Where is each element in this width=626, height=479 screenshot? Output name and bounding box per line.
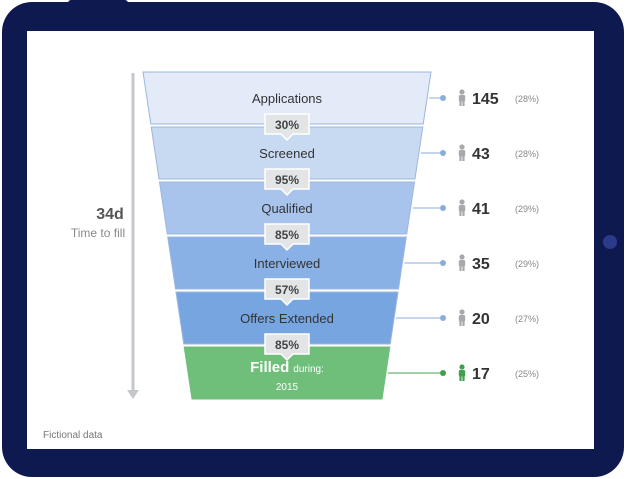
stage-share: (29%) [515, 259, 539, 269]
funnel-stage-1[interactable] [142, 71, 432, 125]
stage-label: Qualified [261, 201, 312, 216]
stage-connector-dot [440, 205, 446, 211]
funnel-stage-4[interactable] [167, 236, 407, 290]
stage-count: 20 [472, 311, 490, 328]
stage-count: 41 [472, 201, 490, 218]
stage-connector-dot [440, 315, 446, 321]
stage-count: 43 [472, 146, 490, 163]
fictional-data-note: Fictional data [43, 430, 103, 441]
stage-connector-dot [440, 95, 446, 101]
stage-label: Offers Extended [240, 311, 334, 326]
stage-share: (29%) [515, 204, 539, 214]
funnel-stage-5[interactable] [175, 291, 399, 345]
stage-count: 17 [472, 366, 490, 383]
funnel-stage-2[interactable] [150, 126, 424, 180]
conversion-badge [264, 278, 310, 307]
time-to-fill-label: Time to fill [71, 226, 125, 240]
tablet-home-button[interactable] [603, 235, 617, 249]
stage-label: Screened [259, 146, 315, 161]
stage-count: 35 [472, 256, 490, 273]
conversion-rate: 85% [275, 338, 299, 352]
filled-during-label: during: [293, 364, 324, 375]
stage-share: (28%) [515, 94, 539, 104]
conversion-badges: 30% 95% 85% 57% 85% [264, 113, 310, 362]
stage-connector-dot [440, 370, 446, 376]
stage-share: (28%) [515, 149, 539, 159]
tablet-top-tab [68, 0, 128, 6]
conversion-badge [264, 113, 310, 142]
stage-share: (25%) [515, 369, 539, 379]
stage-label: Filled during: [250, 359, 324, 376]
conversion-badge [264, 223, 310, 252]
conversion-rate: 30% [275, 118, 299, 132]
stage-label: Interviewed [254, 256, 320, 271]
funnel-stage-3[interactable] [158, 181, 416, 235]
person-icon [458, 254, 466, 271]
funnel-stage-6[interactable] [183, 346, 391, 400]
conversion-badge [264, 333, 310, 362]
person-icon [458, 199, 466, 216]
stage-connector-dot [440, 260, 446, 266]
conversion-rate: 95% [275, 173, 299, 187]
stage-connector-dot [440, 150, 446, 156]
filled-label: Filled [250, 359, 289, 376]
time-to-fill-value: 34d [96, 206, 124, 223]
conversion-rate: 85% [275, 228, 299, 242]
person-icon [458, 309, 466, 326]
stage-share: (27%) [515, 314, 539, 324]
person-icon [458, 89, 466, 106]
conversion-rate: 57% [275, 283, 299, 297]
stage-label: Applications [252, 91, 323, 106]
person-icon [458, 144, 466, 161]
filled-year: 2015 [276, 382, 299, 393]
stage-count: 145 [472, 91, 499, 108]
time-axis-arrowhead [127, 390, 139, 399]
conversion-badge [264, 168, 310, 197]
funnel-stages: ApplicationsScreenedQualifiedInterviewed… [142, 71, 432, 400]
stage-counts: 145 (28%) 43 (28%) 41 (29%) 35 (29%) 20 (27%) 17 (2… [387, 89, 539, 383]
person-icon [458, 364, 466, 381]
